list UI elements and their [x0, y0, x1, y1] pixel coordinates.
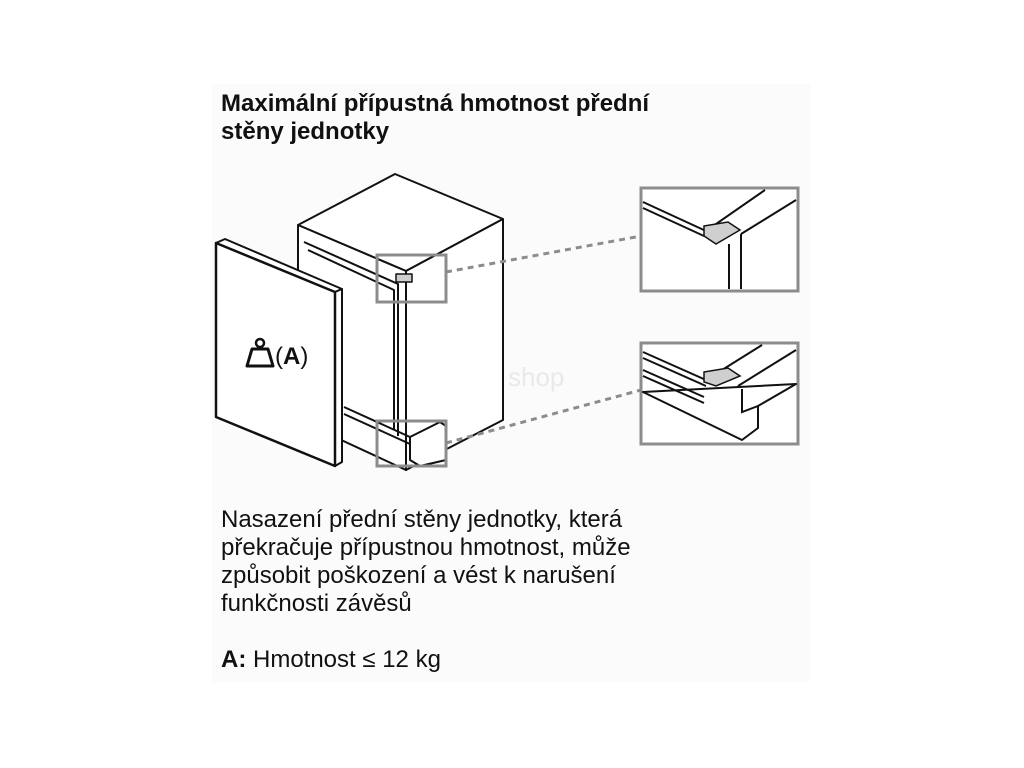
top-leader-line — [445, 234, 642, 274]
legend-key: A: — [221, 646, 247, 673]
description-line-3: způsobit poškození a vést k narušení — [221, 562, 616, 589]
front-panel-edge — [303, 241, 399, 436]
page-title: Maximální přípustná hmotnost přední stěn… — [221, 90, 781, 146]
title-line-2: stěny jednotky — [221, 118, 390, 145]
weight-icon — [245, 337, 275, 368]
front-panel — [214, 238, 343, 468]
description-line-2: překračuje přípustnou hmotnost, může — [221, 534, 631, 561]
weight-label-open: ( — [275, 343, 283, 370]
weight-label-close: ) — [300, 343, 308, 370]
description: Nasazení přední stěny jednotky, která př… — [221, 506, 781, 618]
bottom-hinge-detail — [639, 341, 800, 446]
legend: A: Hmotnost ≤ 12 kg — [221, 646, 781, 674]
top-hinge-marker — [395, 273, 413, 283]
bottom-leader-line — [445, 388, 642, 445]
legend-text: Hmotnost ≤ 12 kg — [246, 646, 441, 673]
title-line-1: Maximální přípustná hmotnost přední — [221, 90, 650, 117]
description-line-4: funkčnosti závěsů — [221, 590, 412, 617]
weight-label-letter: A — [283, 343, 300, 370]
description-line-1: Nasazení přední stěny jednotky, která — [221, 506, 623, 533]
bottom-hinge-callout-box — [375, 419, 448, 468]
weight-label: (A) — [275, 343, 308, 370]
top-hinge-callout-box — [375, 253, 448, 304]
front-panel-face — [214, 241, 337, 468]
watermark-text: shop — [508, 362, 564, 392]
top-hinge-detail — [639, 186, 800, 293]
front-panel-edge-inner — [307, 249, 395, 430]
